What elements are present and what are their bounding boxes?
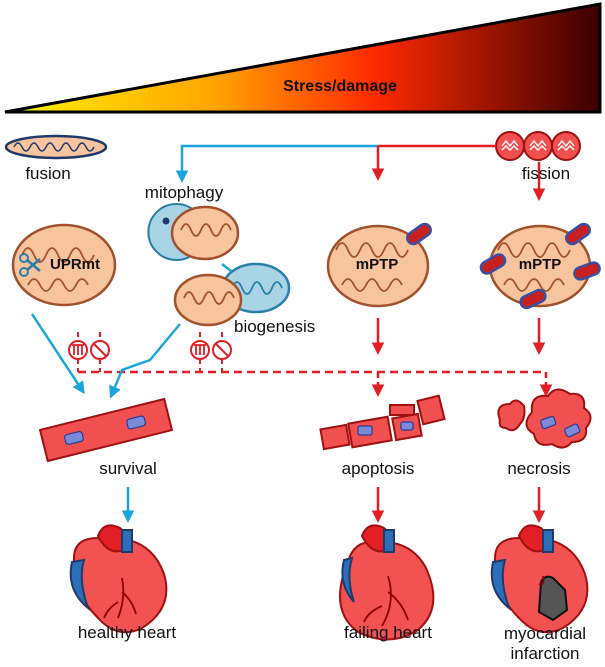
arrow-biogenesis-survival [109,323,181,399]
prohibited-icon-2 [212,340,232,360]
failing-heart-icon [339,524,435,641]
uprmt-label: UPRmt [49,256,101,273]
arrow-uprmt-survival [30,313,85,395]
biogenesis-mitochondrion [173,273,243,327]
biogenesis-label: biogenesis [234,317,316,336]
stress-damage-label: Stress/damage [283,78,397,95]
survival-cell [38,397,174,463]
fission-label: fission [521,164,571,183]
mitophagy-mitochondrion [170,205,240,261]
fusion-mitochondrion [4,134,108,160]
arrow-to-mitophagy [175,144,378,183]
necrosis-label: necrosis [507,459,571,478]
prohibited-icon [90,340,110,360]
survival-label: survival [99,459,157,478]
pore-inhibitor-icon-2 [190,340,210,360]
healthy-heart-label: healthy heart [77,623,177,642]
uprmt-mitochondrion [11,223,117,307]
mptp-necrosis-label: mPTP [518,256,562,273]
stress-gradient-wedge [4,2,602,114]
infarction-heart-icon [490,524,589,634]
pore-inhibitor-icon [68,340,88,360]
apoptosis-cell-fragments [319,394,446,451]
mitophagy-label: mitophagy [144,183,224,202]
failing-heart-label: failing heart [344,623,432,642]
apoptosis-label: apoptosis [341,459,415,478]
fusion-label: fusion [25,164,71,183]
scissors-icon [19,253,41,277]
mptp-mitochondrion-necrosis [479,222,601,310]
healthy-heart-icon [69,524,168,634]
mptp-apoptosis-label: mPTP [355,256,399,273]
infarction-label: myocardial infarction [503,624,587,663]
fission-mitochondria [495,131,581,161]
mptp-mitochondrion-apoptosis [326,222,432,308]
necrosis-cell [497,388,592,449]
